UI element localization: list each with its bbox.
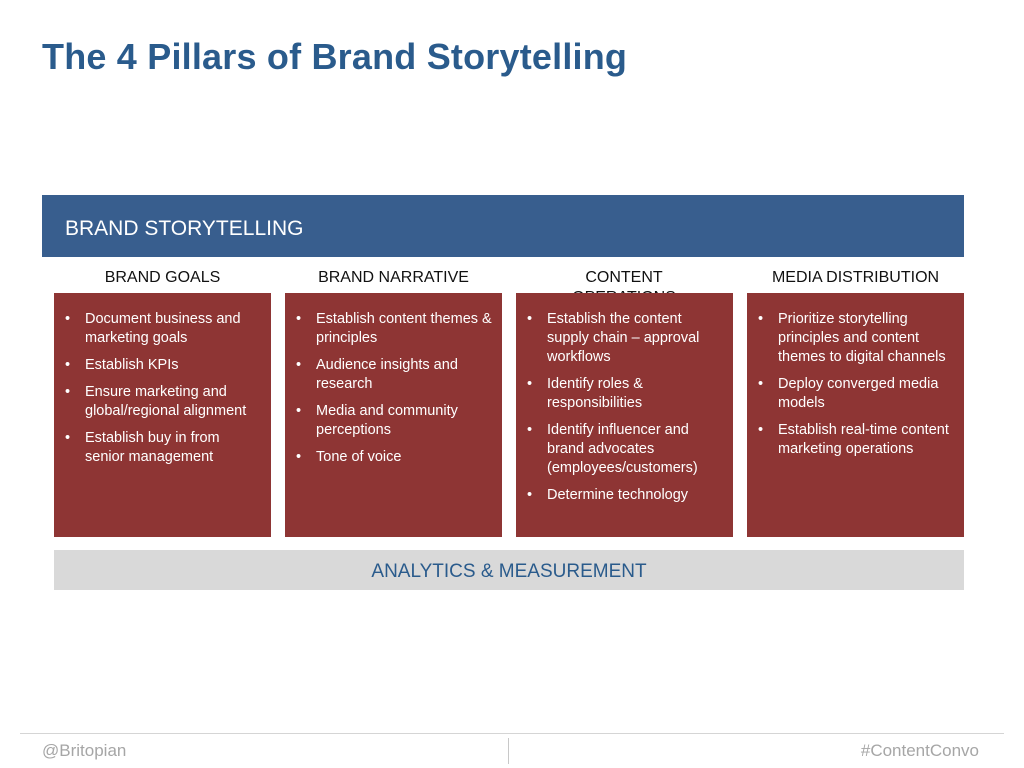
bullet-icon: •: [527, 376, 533, 392]
bullet-icon: •: [65, 384, 71, 400]
pillar-list: • Prioritize storytelling principles and …: [757, 310, 956, 459]
bullet-icon: •: [65, 311, 71, 327]
pillar-heading-brand-goals: BRAND GOALS: [104, 269, 221, 286]
bullet-icon: •: [758, 422, 764, 438]
list-item: • Identify influencer and brand advocates…: [526, 421, 725, 478]
analytics-measurement-bar: ANALYTICS & MEASUREMENT: [54, 550, 964, 590]
list-item: • Document business and marketing goals: [64, 310, 263, 348]
bullet-icon: •: [527, 311, 533, 327]
bullet-icon: •: [296, 311, 302, 327]
banner-label: BRAND STORYTELLING: [65, 217, 304, 240]
bullet-icon: •: [296, 357, 302, 373]
list-item: • Identify roles & responsibilities: [526, 375, 725, 413]
footer-separator: [508, 738, 509, 764]
list-item-text: Audience insights and research: [316, 357, 458, 392]
list-item-text: Establish the content supply chain – app…: [547, 311, 700, 365]
list-item-text: Identify roles & responsibilities: [547, 376, 643, 411]
pillar-list: • Document business and marketing goals •…: [64, 310, 263, 467]
list-item-text: Media and community perceptions: [316, 403, 458, 438]
analytics-label: ANALYTICS & MEASUREMENT: [371, 561, 647, 582]
list-item-text: Document business and marketing goals: [85, 311, 241, 346]
bullet-icon: •: [758, 311, 764, 327]
pillar-box-content-operations: • Establish the content supply chain – ap…: [516, 293, 733, 537]
list-item-text: Deploy converged media models: [778, 376, 939, 411]
brand-storytelling-banner: BRAND STORYTELLING: [42, 195, 964, 257]
bullet-icon: •: [758, 376, 764, 392]
footer-hashtag: #ContentConvo: [860, 741, 979, 760]
list-item: • Determine technology: [526, 486, 725, 505]
list-item-text: Establish KPIs: [85, 357, 179, 373]
list-item: • Tone of voice: [295, 448, 494, 467]
list-item: • Prioritize storytelling principles and …: [757, 310, 956, 367]
list-item-text: Establish real-time content marketing op…: [778, 422, 949, 457]
list-item: • Deploy converged media models: [757, 375, 956, 413]
bullet-icon: •: [296, 449, 302, 465]
list-item-text: Prioritize storytelling principles and c…: [778, 311, 946, 365]
bullet-icon: •: [296, 403, 302, 419]
pillar-box-brand-narrative: • Establish content themes & principles •…: [285, 293, 502, 537]
bullet-icon: •: [65, 430, 71, 446]
list-item-text: Determine technology: [547, 487, 689, 503]
bullet-icon: •: [527, 422, 533, 438]
list-item: • Media and community perceptions: [295, 402, 494, 440]
pillar-box-brand-goals: • Document business and marketing goals •…: [54, 293, 271, 537]
list-item-text: Tone of voice: [316, 449, 402, 465]
list-item: • Establish real-time content marketing o…: [757, 421, 956, 459]
list-item: • Establish content themes & principles: [295, 310, 494, 348]
pillar-heading-media-distribution: MEDIA DISTRIBUTION: [771, 269, 940, 286]
list-item-text: Establish content themes & principles: [316, 311, 492, 346]
bullet-icon: •: [527, 487, 533, 503]
slide-title: The 4 Pillars of Brand Storytelling: [42, 36, 628, 77]
list-item-text: Ensure marketing and global/regional ali…: [85, 384, 247, 419]
list-item: • Establish buy in from senior management: [64, 429, 263, 467]
footer-divider: [20, 733, 1004, 734]
pillar-list: • Establish content themes & principles •…: [295, 310, 494, 467]
list-item: • Establish the content supply chain – ap…: [526, 310, 725, 367]
list-item: • Audience insights and research: [295, 356, 494, 394]
list-item: • Ensure marketing and global/regional al…: [64, 383, 263, 421]
pillar-heading-brand-narrative: BRAND NARRATIVE: [318, 269, 469, 286]
list-item-text: Identify influencer and brand advocates …: [547, 422, 698, 476]
bullet-icon: •: [65, 357, 71, 373]
list-item: • Establish KPIs: [64, 356, 263, 375]
pillar-box-media-distribution: • Prioritize storytelling principles and …: [747, 293, 964, 537]
pillar-list: • Establish the content supply chain – ap…: [526, 310, 725, 505]
footer-handle: @Britopian: [42, 741, 127, 760]
list-item-text: Establish buy in from senior management: [85, 430, 220, 465]
